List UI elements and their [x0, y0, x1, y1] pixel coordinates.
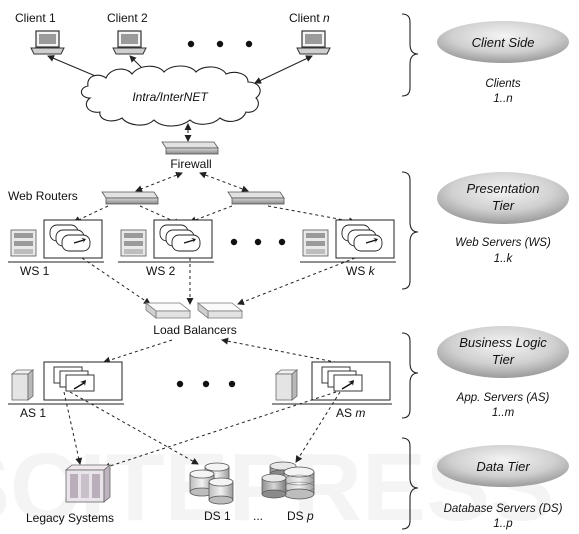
brace-client-side	[401, 13, 419, 97]
tier-ellipse	[437, 326, 569, 378]
mainframe-icon	[64, 464, 112, 503]
brace-presentation-tier	[401, 171, 419, 290]
client-1-label: Client 1	[15, 11, 56, 25]
client-n-label: Client n	[289, 11, 330, 25]
database-stack-icon	[261, 461, 315, 500]
tier-description: Web Servers (WS)	[455, 237, 551, 249]
server-tower-icon	[120, 229, 147, 257]
tier-ellipse	[437, 21, 569, 63]
internet-label: Intra/InterNET	[132, 90, 209, 104]
ds-ellipsis: ...	[253, 509, 263, 523]
tier-description: App. Servers (AS)	[456, 392, 550, 404]
client-2: Client 2	[107, 11, 148, 55]
web-routers-label: Web Routers	[8, 189, 78, 203]
firewall-router-links	[135, 171, 249, 193]
tier-description: Clients	[485, 78, 520, 90]
ws-lb-links	[81, 257, 356, 306]
server-tower-icon	[10, 229, 37, 257]
tier-title: Client Side	[472, 35, 535, 50]
tier-count: 1..n	[493, 93, 512, 105]
router-icon	[161, 141, 219, 155]
laptop-icon	[296, 30, 331, 55]
tier-count: 1..m	[492, 407, 515, 419]
as-1-label: AS 1	[20, 406, 46, 420]
firewall: Firewall	[161, 141, 219, 171]
load-balancers: Load Balancers	[144, 302, 244, 337]
legacy-systems: Legacy Systems	[26, 464, 114, 525]
app-server-1: AS 1	[8, 361, 124, 420]
client-1: Client 1	[15, 11, 65, 55]
tier-description: Database Servers (DS)	[444, 503, 563, 515]
client-ellipsis	[187, 40, 253, 48]
legacy-systems-label: Legacy Systems	[26, 511, 114, 525]
client-2-label: Client 2	[107, 11, 148, 25]
process-stack-icon	[49, 224, 91, 252]
ws-k-label: WS k	[346, 264, 376, 278]
ds-p-label: DS p	[287, 509, 314, 523]
database-server-p: DS p	[261, 461, 315, 523]
router-ws-links	[73, 205, 356, 225]
router-icon	[101, 191, 159, 205]
lb-as-links	[103, 337, 336, 364]
tier-braces	[401, 13, 419, 530]
load-balancer-1-icon	[144, 302, 192, 319]
web-server-2: WS 2	[118, 219, 214, 278]
ws-2-label: WS 2	[146, 264, 176, 278]
tier-title: Business Logic	[459, 335, 547, 350]
server-tower-icon	[10, 369, 35, 401]
app-server-m: AS m	[272, 361, 392, 420]
tier-title: Data Tier	[476, 459, 530, 474]
process-stack-icon	[53, 366, 95, 392]
ds-1-label: DS 1	[204, 509, 231, 523]
tier-title-line2: Tier	[492, 198, 515, 213]
brace-business-logic-tier	[401, 332, 419, 419]
web-router-2	[227, 191, 285, 205]
tier-business-logic: Business Logic Tier App. Servers (AS) 1.…	[437, 326, 569, 419]
as-m-label: AS m	[336, 406, 365, 420]
tier-presentation: Presentation Tier Web Servers (WS) 1..k	[437, 172, 569, 265]
web-server-1: WS 1	[8, 219, 104, 278]
brace-data-tier	[401, 437, 419, 530]
tier-ellipse	[437, 445, 569, 487]
server-tower-icon	[274, 369, 299, 401]
tier-client-side: Client Side Clients 1..n	[437, 21, 569, 105]
ws-ellipsis	[230, 238, 286, 246]
web-server-k: WS k	[300, 219, 396, 278]
as-ellipsis	[176, 380, 236, 388]
web-router-1	[101, 191, 159, 205]
process-stack-icon	[159, 224, 201, 252]
tier-ellipse	[437, 172, 569, 224]
laptop-icon	[30, 30, 65, 55]
database-cylinders-icon	[189, 462, 234, 505]
process-stack-icon	[321, 366, 363, 392]
tier-title: Presentation	[467, 181, 540, 196]
firewall-label: Firewall	[170, 157, 211, 171]
process-stack-icon	[341, 224, 383, 252]
as-data-links	[63, 391, 341, 470]
client-n: Client n	[289, 11, 331, 55]
ws-1-label: WS 1	[20, 264, 50, 278]
server-tower-icon	[302, 229, 329, 257]
tier-count: 1..p	[493, 518, 513, 530]
internet-cloud: Intra/InterNET	[80, 65, 261, 127]
laptop-icon	[112, 30, 147, 55]
load-balancer-2-icon	[196, 302, 244, 319]
tier-count: 1..k	[494, 253, 514, 265]
tier-data: Data Tier Database Servers (DS) 1..p	[437, 445, 569, 530]
tier-title-line2: Tier	[492, 352, 515, 367]
load-balancers-label: Load Balancers	[153, 323, 236, 337]
database-server-1: DS 1	[189, 462, 234, 523]
router-icon	[227, 191, 285, 205]
